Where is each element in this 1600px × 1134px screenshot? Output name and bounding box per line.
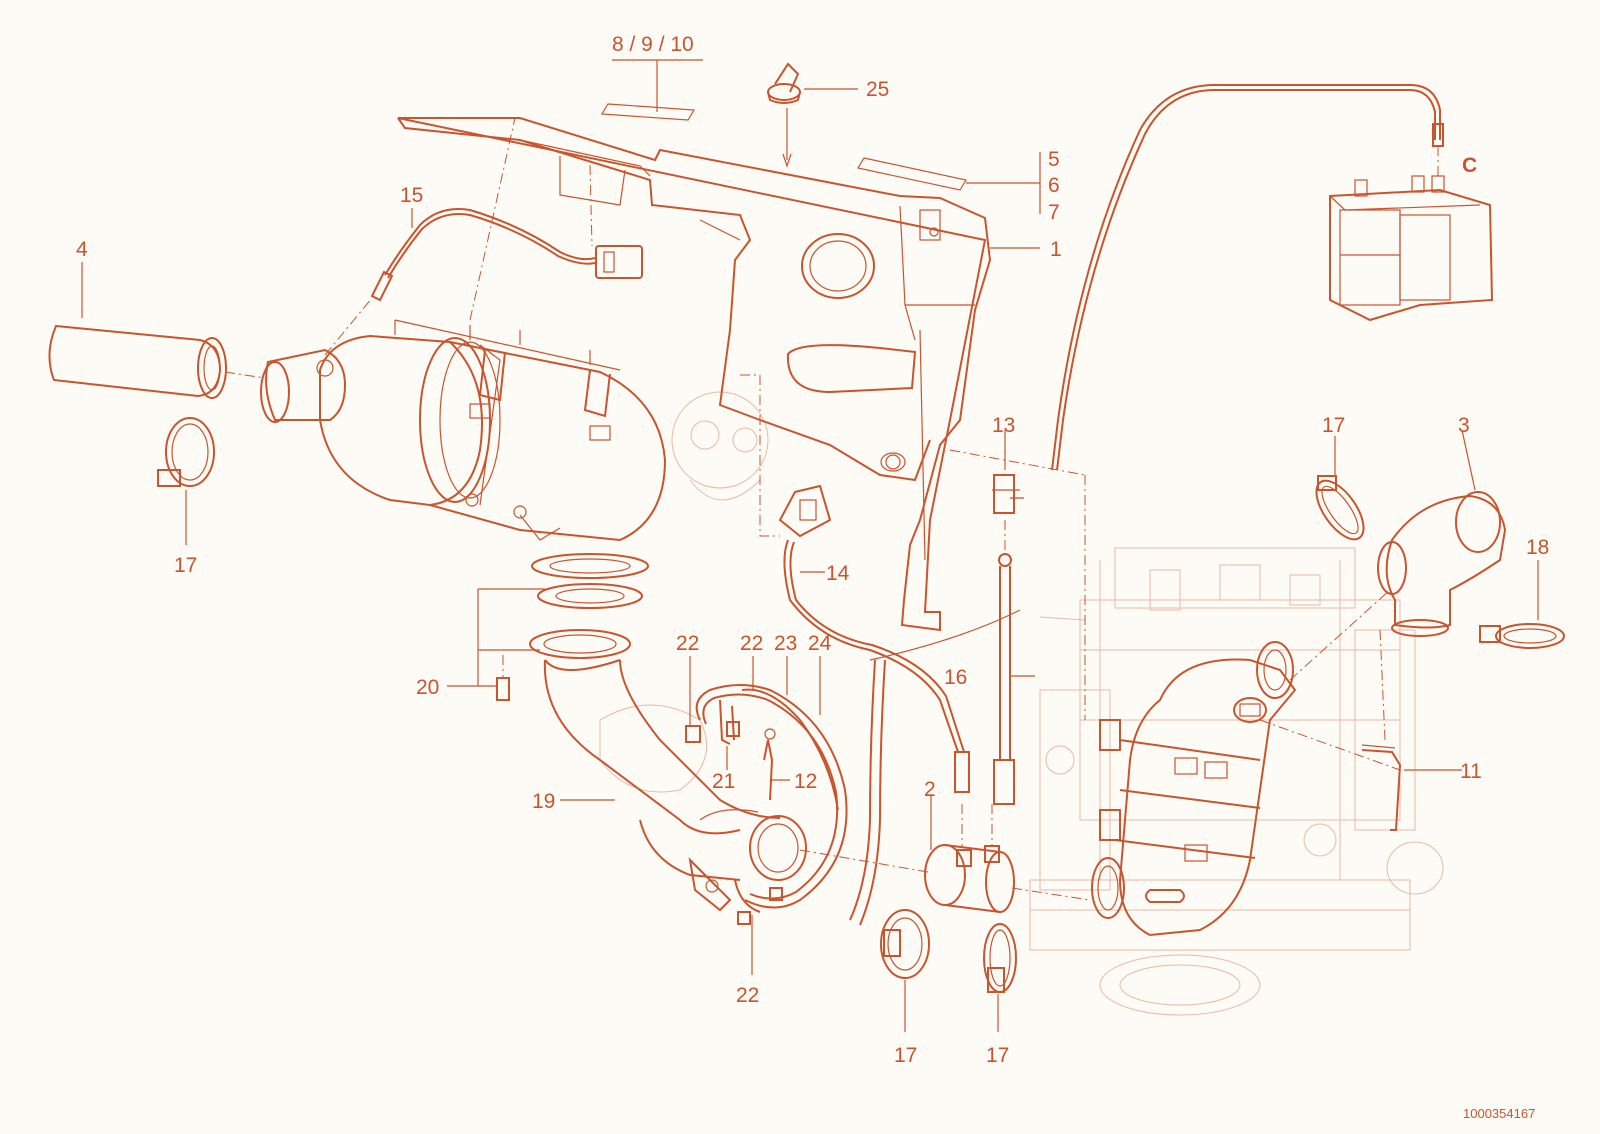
label-20: 20	[416, 676, 439, 699]
label-8-9-10: 8 / 9 / 10	[612, 33, 694, 56]
engine-block-outline	[1029, 547, 1444, 1016]
part-4-tailpipe	[48, 262, 266, 399]
part-5-6-7-plate	[857, 152, 1041, 214]
part-gaskets	[531, 553, 649, 609]
label-18: 18	[1526, 536, 1549, 559]
reference-number: 1000354167	[1463, 1106, 1535, 1121]
label-2: 2	[924, 778, 936, 801]
label-3: 3	[1458, 414, 1470, 437]
label-14: 14	[826, 562, 850, 585]
part-c-module	[1051, 84, 1494, 471]
part-19-exhaust-pipe	[529, 629, 807, 912]
label-17-right: 17	[1322, 414, 1345, 437]
label-21: 21	[712, 770, 735, 793]
part-11-bracket	[1361, 744, 1462, 831]
part-8-9-10-gasket	[600, 59, 703, 121]
part-16-tube	[849, 553, 1035, 926]
part-12-temp-sensor	[763, 728, 790, 801]
label-24: 24	[808, 632, 832, 655]
label-4: 4	[76, 238, 88, 261]
label-22-a: 22	[676, 632, 699, 655]
label-25: 25	[866, 78, 889, 101]
label-19: 19	[532, 790, 555, 813]
part-14-sensor	[740, 374, 970, 793]
label-16: 16	[944, 666, 967, 689]
part-2-sensor-pipe	[799, 796, 1091, 913]
part-doc-catalyst	[1091, 589, 1401, 937]
part-22-23-24-hoses	[685, 656, 848, 975]
label-13: 13	[992, 414, 1015, 437]
part-20-bolt	[447, 588, 545, 701]
label-17-left: 17	[174, 554, 197, 577]
label-23: 23	[774, 632, 797, 655]
label-c: C	[1462, 154, 1477, 177]
part-17-clamp-left	[157, 417, 215, 545]
part-17-clamps-bottom	[880, 909, 1017, 1032]
label-17-bottom-a: 17	[894, 1044, 917, 1067]
part-17-clamp-right	[1315, 436, 1365, 541]
label-22-b: 22	[740, 632, 763, 655]
callout-labels: 8 / 9 / 10 25 5 6 7 1 C 15 4 17 13 14 17…	[76, 33, 1549, 1121]
part-3-elbow	[1377, 429, 1507, 637]
assembly-lines	[324, 297, 1386, 741]
watermark-illustration	[599, 391, 769, 793]
label-22-c: 22	[736, 984, 759, 1007]
label-11: 11	[1460, 760, 1482, 783]
label-6: 6	[1048, 174, 1060, 197]
label-12: 12	[794, 770, 817, 793]
part-13-sensor	[992, 430, 1024, 555]
label-5: 5	[1048, 148, 1060, 171]
part-1-heat-shield	[397, 117, 1040, 632]
part-25-cap	[767, 62, 858, 168]
label-17-bottom-b: 17	[986, 1044, 1009, 1067]
label-15: 15	[400, 184, 423, 207]
label-7: 7	[1048, 201, 1060, 224]
part-15-sensor	[370, 164, 643, 302]
part-dpf-canister	[260, 117, 667, 542]
label-1: 1	[1050, 238, 1062, 261]
part-18-clamp	[1479, 560, 1565, 649]
